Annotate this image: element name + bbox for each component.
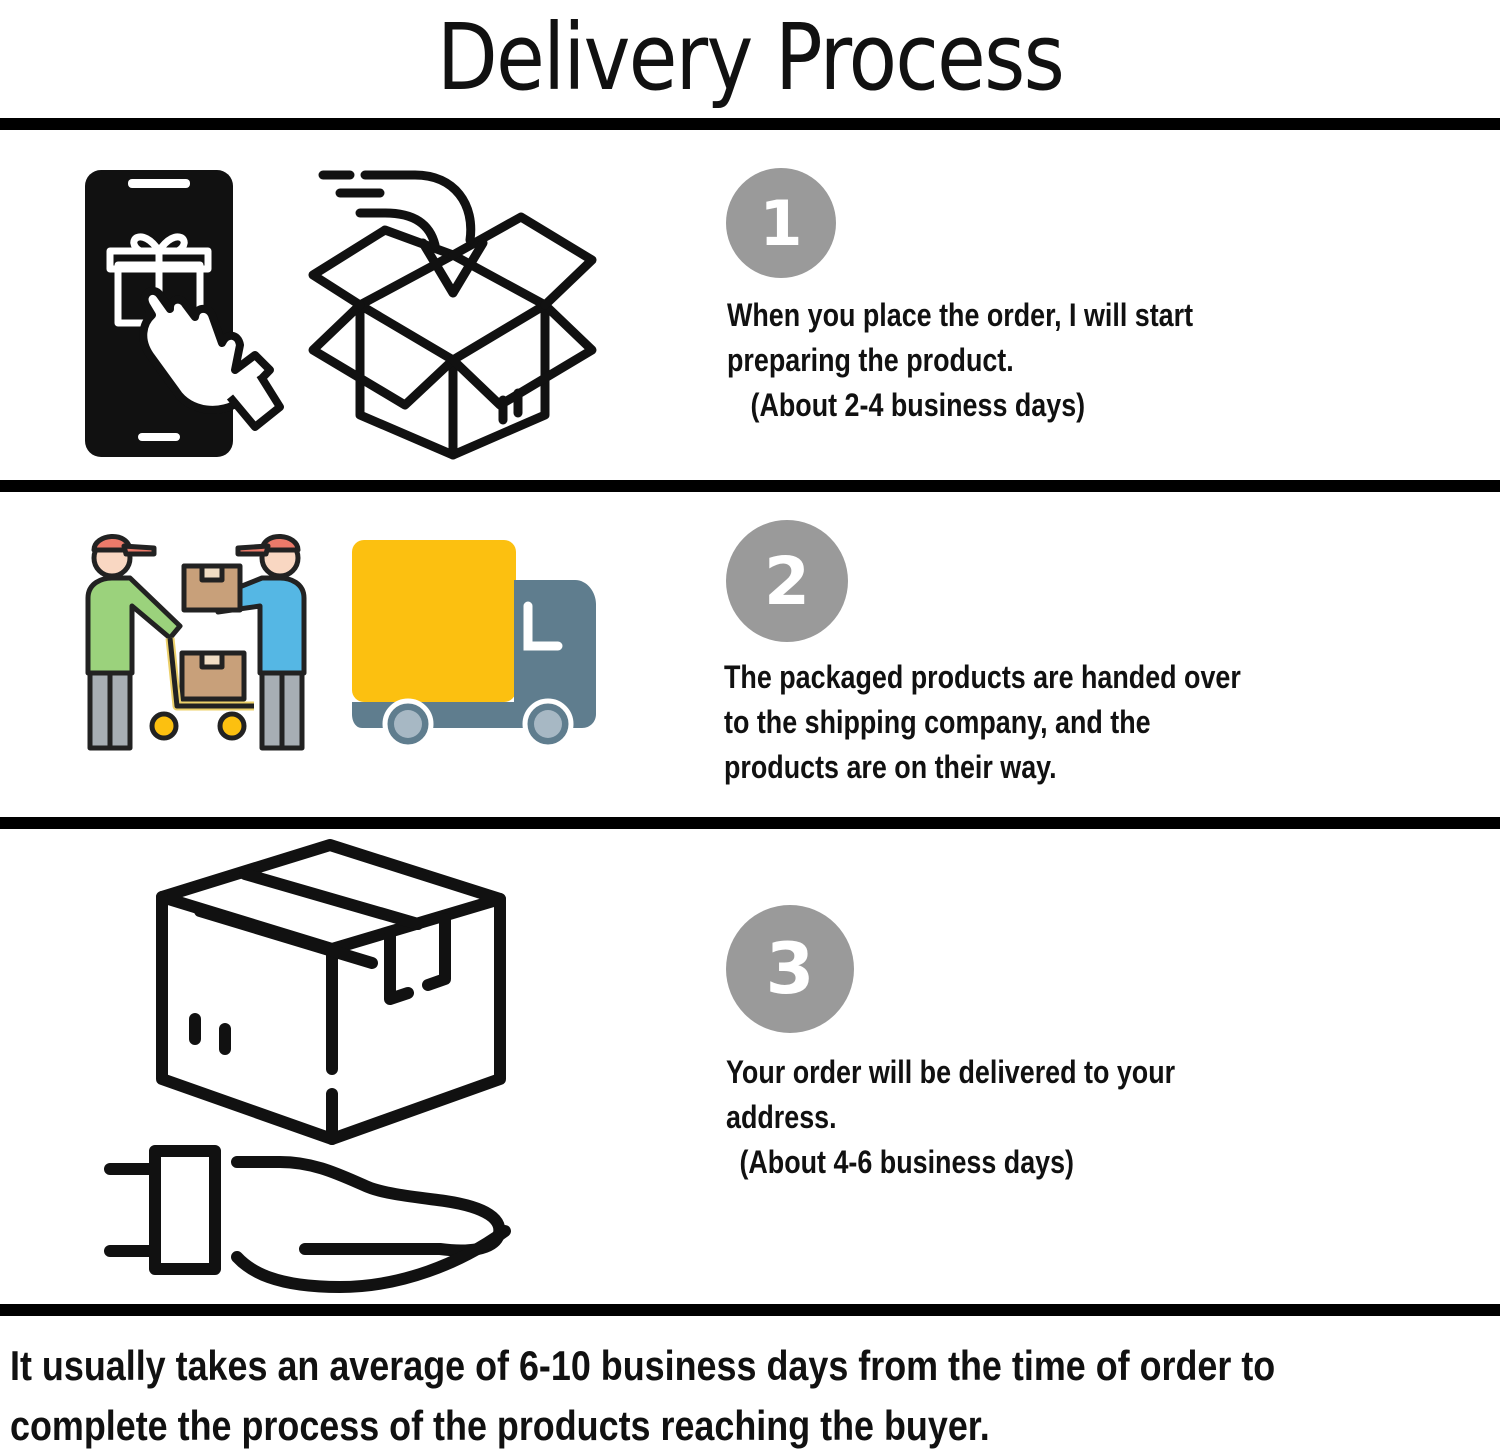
step-text-line: address. — [726, 1099, 837, 1135]
step-text-line: Your order will be delivered to your — [726, 1054, 1176, 1090]
delivery-truck-icon — [352, 540, 596, 748]
page-title: Delivery Process — [436, 4, 1065, 111]
step-text-line: products are on their way. — [724, 749, 1057, 785]
step-3-panel: 3 Your order will be delivered to your a… — [0, 829, 1500, 1304]
divider — [0, 817, 1500, 829]
divider — [0, 118, 1500, 130]
step-number-badge: 2 — [726, 520, 848, 642]
step-text-line: The packaged products are handed over — [724, 659, 1241, 695]
step-2-panel: 2 The packaged products are handed over … — [0, 492, 1500, 817]
open-box-arrow-icon — [308, 170, 597, 460]
step-text-line: preparing the product. — [727, 342, 1014, 378]
step-text-line: When you place the order, I will start — [727, 297, 1194, 333]
phone-gift-tap-icon — [85, 170, 284, 457]
divider — [0, 1304, 1500, 1316]
step-text-line: (About 4-6 business days) — [739, 1144, 1075, 1180]
box-on-hand-icon — [104, 839, 511, 1293]
step-number-badge: 1 — [726, 168, 836, 278]
step-number-badge: 3 — [726, 905, 854, 1033]
footer-note: It usually takes an average of 6-10 busi… — [10, 1336, 1395, 1456]
footer-line: It usually takes an average of 6-10 busi… — [10, 1342, 1276, 1389]
divider — [0, 480, 1500, 492]
courier-handover-icon — [85, 534, 307, 751]
step-1-panel: 1 When you place the order, I will start… — [0, 130, 1500, 480]
step-text-line: (About 2-4 business days) — [750, 387, 1086, 423]
step-text-line: to the shipping company, and the — [724, 704, 1151, 740]
footer-line: complete the process of the products rea… — [10, 1402, 990, 1449]
